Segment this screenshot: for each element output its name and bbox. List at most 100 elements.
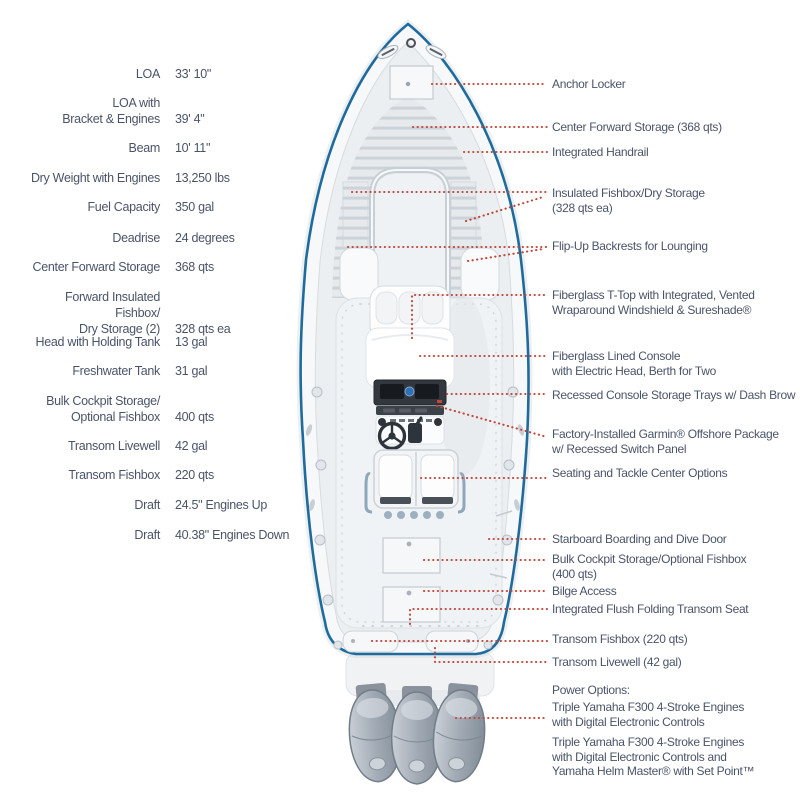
spec-row-bulk-cockpit-storage: Bulk Cockpit Storage/ Optional Fishbox 40…	[18, 393, 214, 425]
seat-port	[378, 454, 413, 500]
engine-port	[348, 683, 402, 783]
leader-t-top	[410, 293, 549, 340]
engine-starboard	[432, 683, 486, 783]
spec-label: Bulk Cockpit Storage/ Optional Fishbox	[46, 394, 160, 424]
callout-insulated-fishbox: Insulated Fishbox/Dry Storage (328 qts e…	[552, 186, 705, 215]
garmin-logo-mark	[437, 400, 442, 403]
spec-row-loa-bracket: LOA with Bracket & Engines 39' 4"	[18, 95, 204, 127]
leader-insulated-fishbox-starboard	[464, 195, 545, 223]
helm-area	[375, 415, 445, 451]
callout-t-top: Fiberglass T-Top with Integrated, Vented…	[552, 288, 755, 317]
leader-transom-livewell	[433, 646, 549, 664]
spec-row-dry-weight: Dry Weight with Engines 13,250 lbs	[18, 170, 230, 186]
spec-value: 42 gal	[175, 439, 208, 453]
forward-fishbox-port	[342, 181, 369, 249]
spec-row-transom-livewell: Transom Livewell 42 gal	[18, 438, 208, 454]
callout-power-option-1: Triple Yamaha F300 4-Stroke Engines with…	[552, 700, 745, 729]
spec-label: LOA with Bracket & Engines	[62, 96, 160, 126]
anchor-locker-hatch	[389, 65, 434, 100]
spec-label: Head with Holding Tank	[35, 335, 161, 349]
spec-label: Transom Livewell	[68, 439, 160, 453]
spec-label: Forward Insulated Fishbox/ Dry Storage (…	[65, 290, 160, 336]
spec-row-center-forward-storage: Center Forward Storage 368 qts	[18, 259, 215, 275]
throttle-control	[408, 416, 423, 443]
bow-light	[406, 38, 416, 48]
transom-livewell-hatch	[425, 630, 479, 653]
spec-value: 24.5" Engines Up	[175, 498, 268, 512]
dive-door-seams	[489, 510, 513, 579]
garmin-screen-left	[380, 384, 404, 399]
compass-emblem	[404, 386, 415, 397]
leader-flip-up-backrests-starboard	[466, 247, 545, 263]
leader-transom-seat	[408, 607, 549, 626]
callout-center-forward-storage: Center Forward Storage (368 qts)	[552, 120, 722, 134]
spec-label: LOA	[135, 67, 160, 81]
t-top	[369, 285, 451, 341]
bow-cleat-port	[377, 44, 399, 60]
spec-label: Dry Weight with Engines	[30, 171, 160, 185]
spec-value: 328 qts ea	[175, 322, 231, 336]
spec-value: 33' 10"	[175, 67, 212, 81]
bow-cleat-starboard	[425, 44, 447, 60]
spec-value: 31 gal	[175, 364, 208, 378]
spec-label: Deadrise	[112, 231, 160, 245]
garmin-screen-right	[415, 384, 439, 399]
callout-anchor-locker: Anchor Locker	[552, 77, 626, 91]
aft-hatch-bulk-storage	[382, 537, 441, 574]
spec-row-deadrise: Deadrise 24 degrees	[18, 230, 235, 246]
spec-label: Draft	[134, 498, 160, 512]
spec-row-fuel-capacity: Fuel Capacity 350 gal	[18, 199, 214, 215]
spec-label: Freshwater Tank	[72, 364, 160, 378]
spec-value: 220 qts	[175, 468, 214, 482]
spec-label: Fuel Capacity	[87, 200, 160, 214]
callout-transom-livewell: Transom Livewell (42 gal)	[552, 655, 682, 669]
backrest-starboard	[460, 247, 500, 301]
callout-transom-fishbox: Transom Fishbox (220 qts)	[552, 632, 688, 646]
outboard-engines	[348, 683, 486, 785]
spec-row-freshwater-tank: Freshwater Tank 31 gal	[18, 363, 207, 379]
spec-row-transom-fishbox: Transom Fishbox 220 qts	[18, 467, 214, 483]
callout-dive-door: Starboard Boarding and Dive Door	[552, 532, 727, 546]
tackle-center-seats	[364, 449, 466, 519]
callout-seating-tackle: Seating and Tackle Center Options	[552, 466, 728, 480]
spec-value: 10' 11"	[175, 141, 211, 155]
spec-value: 13,250 lbs	[175, 171, 230, 185]
spec-value: 350 gal	[175, 200, 214, 214]
spec-value: 39' 4"	[175, 112, 205, 126]
spec-value: 13 gal	[175, 335, 208, 349]
callout-power-options-heading: Power Options:	[552, 683, 630, 697]
spec-label: Center Forward Storage	[32, 260, 161, 274]
callout-lined-console: Fiberglass Lined Console with Electric H…	[552, 349, 716, 378]
dashboard	[373, 379, 447, 415]
handrail	[369, 167, 451, 303]
spec-row-draft-up: Draft 24.5" Engines Up	[18, 497, 267, 513]
spec-label: Beam	[128, 141, 161, 155]
steering-wheel	[377, 421, 407, 451]
console	[365, 327, 455, 389]
aft-hatch-bilge-access	[382, 586, 441, 623]
spec-row-draft-down: Draft 40.38" Engines Down	[18, 527, 289, 543]
spec-value: 368 qts	[175, 260, 214, 274]
callout-garmin-package: Factory-Installed Garmin® Offshore Packa…	[552, 427, 779, 456]
spec-value: 400 qts	[175, 410, 214, 424]
callout-integrated-handrail: Integrated Handrail	[552, 145, 649, 159]
spec-label: Draft	[134, 528, 160, 542]
callout-bulk-cockpit-storage: Bulk Cockpit Storage/Optional Fishbox (4…	[552, 552, 747, 581]
spec-row-beam: Beam 10' 11"	[18, 140, 211, 156]
engine-center	[390, 686, 444, 785]
transom-fishbox-hatch	[342, 630, 399, 653]
callout-bilge-access: Bilge Access	[552, 584, 617, 598]
spec-row-head-holding-tank: Head with Holding Tank 13 gal	[18, 334, 208, 350]
callout-power-option-2: Triple Yamaha F300 4-Stroke Engines with…	[552, 735, 755, 778]
callout-flip-up-backrests: Flip-Up Backrests for Lounging	[552, 239, 708, 253]
center-forward-storage-hatch	[374, 174, 446, 298]
spec-value: 24 degrees	[175, 231, 235, 245]
spec-label: Transom Fishbox	[68, 468, 160, 482]
callout-transom-seat: Integrated Flush Folding Transom Seat	[552, 602, 749, 616]
leader-garmin-package	[435, 404, 549, 439]
spec-row-forward-fishbox: Forward Insulated Fishbox/ Dry Storage (…	[18, 289, 231, 337]
spec-value: 40.38" Engines Down	[175, 528, 290, 542]
callout-storage-trays: Recessed Console Storage Trays w/ Dash B…	[552, 388, 796, 402]
spec-row-loa: LOA 33' 10"	[18, 66, 211, 82]
